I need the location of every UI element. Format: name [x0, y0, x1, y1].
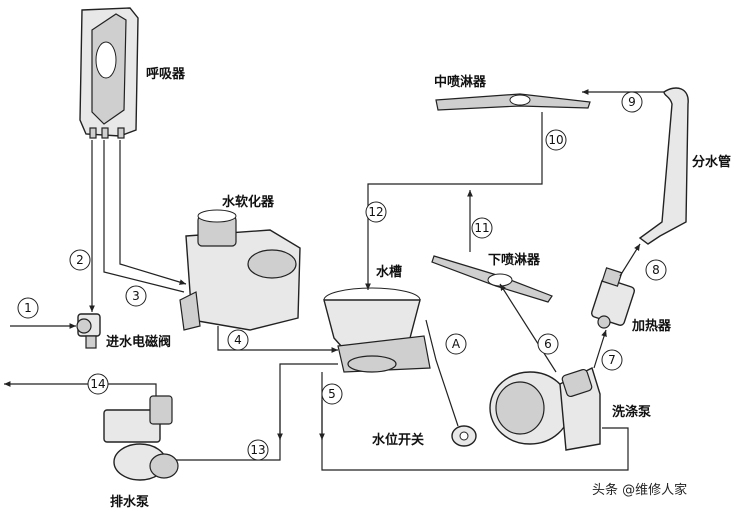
- svg-text:13: 13: [250, 443, 265, 457]
- svg-text:6: 6: [544, 337, 552, 351]
- label-lower-sprayer: 下喷淋器: [488, 252, 541, 268]
- distributor-part: [638, 87, 689, 245]
- svg-text:9: 9: [628, 95, 636, 109]
- drain-pump-part: [103, 395, 179, 481]
- breather-part: [79, 7, 139, 139]
- svg-text:3: 3: [132, 289, 140, 303]
- label-drain-pump: 排水泵: [110, 494, 149, 510]
- watermark-text: 头条 @维修人家: [592, 482, 687, 498]
- flow-marker-13: 13: [247, 439, 269, 461]
- heater-part: [590, 267, 636, 329]
- flow-marker-7: 7: [601, 349, 623, 371]
- label-breather: 呼吸器: [146, 66, 186, 82]
- tank-part: [323, 287, 431, 373]
- flow-marker-11: 11: [471, 217, 493, 239]
- flow-lines: [4, 89, 664, 471]
- flow-marker-5: 5: [321, 383, 343, 405]
- flow-marker-14: 14: [87, 373, 109, 395]
- svg-text:5: 5: [328, 387, 336, 401]
- flow-marker-10: 10: [545, 129, 567, 151]
- svg-text:A: A: [452, 337, 461, 351]
- mid-sprayer-part: [435, 93, 591, 111]
- flow-marker-6: 6: [537, 333, 559, 355]
- svg-text:11: 11: [474, 221, 489, 235]
- svg-text:2: 2: [76, 253, 84, 267]
- label-tank: 水槽: [376, 264, 402, 280]
- label-mid-sprayer: 中喷淋器: [434, 74, 487, 90]
- flow-marker-4: 4: [227, 329, 249, 351]
- label-distributor: 分水管: [692, 154, 731, 170]
- svg-text:1: 1: [24, 301, 32, 315]
- label-softener: 水软化器: [222, 194, 275, 210]
- level-switch-part: [451, 425, 477, 447]
- svg-text:12: 12: [368, 205, 383, 219]
- label-heater: 加热器: [631, 318, 672, 334]
- flow-marker-8: 8: [645, 259, 667, 281]
- svg-text:14: 14: [90, 377, 105, 391]
- flow-marker-2: 2: [69, 249, 91, 271]
- softener-part: [179, 209, 301, 331]
- flow-marker-3: 3: [125, 285, 147, 307]
- inlet-valve-part: [76, 313, 101, 349]
- label-wash-pump: 洗涤泵: [612, 404, 651, 420]
- flow-marker-1: 1: [17, 297, 39, 319]
- svg-text:10: 10: [548, 133, 563, 147]
- flow-marker-12: 12: [365, 201, 387, 223]
- flow-marker-9: 9: [621, 91, 643, 113]
- flow-marker-a: A: [445, 333, 467, 355]
- label-level-switch: 水位开关: [372, 432, 424, 448]
- svg-text:7: 7: [608, 353, 616, 367]
- svg-text:8: 8: [652, 263, 660, 277]
- svg-text:4: 4: [234, 333, 242, 347]
- wash-pump-part: [489, 367, 601, 451]
- label-inlet-valve: 进水电磁阀: [106, 334, 171, 350]
